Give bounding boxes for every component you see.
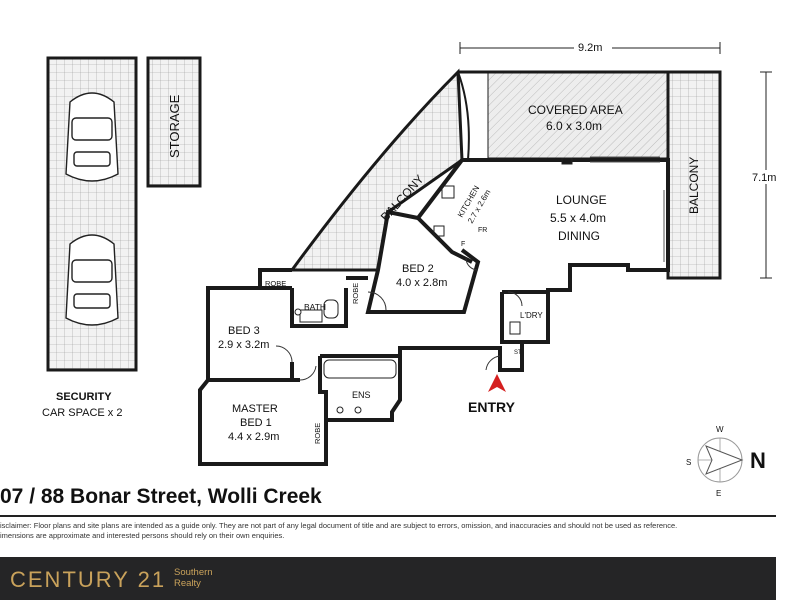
- car-icon-2: [65, 234, 119, 326]
- brand-subtitle: Southern Realty: [174, 567, 213, 589]
- bed2-size: 4.0 x 2.8m: [396, 277, 447, 289]
- divider: [0, 515, 776, 517]
- bed3-name: BED 3: [228, 325, 260, 337]
- compass-west: W: [716, 425, 724, 434]
- windows: [590, 156, 665, 262]
- robe-top-label: ROBE: [265, 279, 286, 288]
- lounge-size: 5.5 x 4.0m: [550, 211, 606, 225]
- disclaimer: isclaimer: Floor plans and site plans ar…: [0, 521, 677, 541]
- storage-room: [146, 56, 202, 188]
- master-name-2: BED 1: [240, 417, 272, 429]
- compass-south: S: [686, 458, 691, 467]
- compass-north: N: [750, 448, 766, 473]
- security-subtitle: CAR SPACE x 2: [42, 407, 123, 419]
- height-dimension-label: 7.1m: [752, 172, 776, 184]
- brand-sub-line-2: Realty: [174, 578, 201, 589]
- fridge-recess-label: FR: [478, 227, 487, 234]
- storage-cupboard-label: ST: [514, 350, 522, 356]
- entry-label: ENTRY: [468, 399, 516, 415]
- disclaimer-line-2: imensions are approximate and interested…: [0, 531, 285, 540]
- dining-name: DINING: [558, 229, 600, 243]
- car-icon-1: [65, 92, 119, 182]
- door-swings: [275, 257, 523, 381]
- robe-bed2-label: ROBE: [351, 283, 360, 304]
- master-name-1: MASTER: [232, 403, 278, 415]
- disclaimer-line-1: isclaimer: Floor plans and site plans ar…: [0, 521, 678, 530]
- covered-area-name: COVERED AREA: [528, 103, 623, 117]
- width-dimension-label: 9.2m: [578, 42, 602, 54]
- kitchen-fixtures: [433, 157, 573, 237]
- balcony-right-label: BALCONY: [687, 157, 701, 214]
- compass-icon: [697, 437, 744, 483]
- bed2-name: BED 2: [402, 263, 434, 275]
- master-size: 4.4 x 2.9m: [228, 431, 279, 443]
- bed3-size: 2.9 x 3.2m: [218, 339, 269, 351]
- brand-logo: CENTURY 21: [10, 567, 167, 592]
- property-address: 07 / 88 Bonar Street, Wolli Creek: [0, 485, 322, 508]
- footer-banner: CENTURY 21 Southern Realty: [0, 557, 776, 600]
- bath-label: BATH: [304, 302, 326, 312]
- interior-walls: [198, 158, 670, 466]
- ens-label: ENS: [352, 390, 371, 400]
- laundry-label: L'DRY: [520, 311, 543, 320]
- compass-east: E: [716, 489, 721, 498]
- lounge-name: LOUNGE: [556, 193, 607, 207]
- balcony-left-area: [289, 68, 464, 272]
- covered-area-size: 6.0 x 3.0m: [546, 119, 602, 133]
- storage-label: STORAGE: [167, 94, 182, 158]
- security-title: SECURITY: [56, 391, 112, 403]
- entry-arrow-icon: [488, 374, 506, 392]
- robe-master-label: ROBE: [313, 423, 322, 444]
- floor-plan: STORAGE 9.2m 7.1m: [42, 42, 777, 498]
- bath-fixtures: [294, 299, 521, 414]
- brand-sub-line-1: Southern: [174, 567, 213, 578]
- fridge-label: F: [461, 241, 465, 248]
